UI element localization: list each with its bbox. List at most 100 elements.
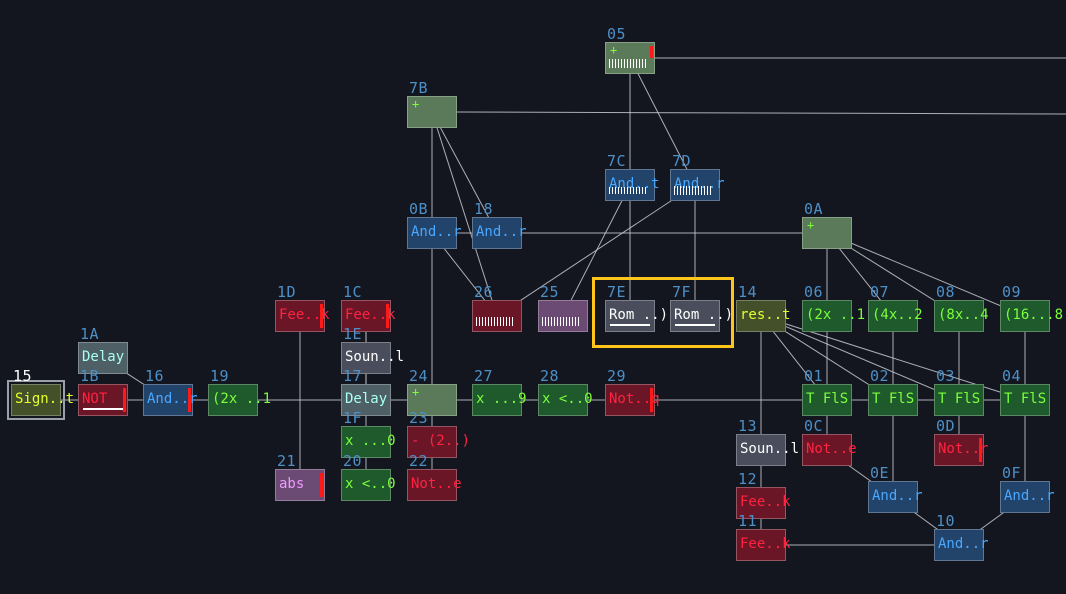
wire xyxy=(826,232,1026,317)
node-id-label: 18 xyxy=(474,200,494,218)
node-26[interactable]: 26 xyxy=(472,284,522,332)
wire xyxy=(760,315,960,401)
value-underline xyxy=(610,324,650,326)
node-08[interactable]: 08(8x..4 xyxy=(934,284,989,332)
node-09[interactable]: 09 (16...8 xyxy=(1000,284,1064,332)
node-7b[interactable]: 7B+ xyxy=(407,80,457,128)
waveform-icon xyxy=(542,317,581,326)
node-id-label: 7B xyxy=(409,79,429,97)
node-title: T FlS xyxy=(806,391,849,407)
node-7e[interactable]: 7E Rom ..) xyxy=(605,284,669,332)
plus-icon: + xyxy=(412,97,420,111)
node-title: (2x ..1 xyxy=(806,307,866,323)
node-title: (16...8 xyxy=(1004,307,1064,323)
node-id-label: 21 xyxy=(277,452,297,470)
node-title: And..r xyxy=(476,224,527,240)
output-level-bar xyxy=(320,304,323,328)
node-id-label: 05 xyxy=(607,25,627,43)
node-23[interactable]: 23- (2..) xyxy=(407,410,470,458)
waveform-icon xyxy=(674,186,713,195)
node-id-label: 10 xyxy=(936,512,956,530)
node-title: x ...0 xyxy=(345,433,396,449)
output-level-bar xyxy=(123,388,126,412)
output-level-bar xyxy=(650,388,653,412)
node-title: T FlS xyxy=(872,391,915,407)
node-title: Soun..l xyxy=(740,441,800,457)
plus-icon: + xyxy=(807,218,815,232)
node-id-label: 06 xyxy=(804,283,824,301)
node-id-label: 29 xyxy=(607,367,627,385)
node-id-label: 1C xyxy=(343,283,363,301)
node-title: And..r xyxy=(411,224,462,240)
value-underline xyxy=(83,408,123,410)
node-05[interactable]: 05+ xyxy=(605,26,655,74)
node-19[interactable]: 19(2x ..1 xyxy=(208,368,271,416)
node-id-label: 11 xyxy=(738,512,758,530)
node-id-label: 1F xyxy=(343,409,363,427)
node-title: Not..q xyxy=(609,391,660,407)
node-title: Soun..l xyxy=(345,349,405,365)
node-id-label: 7E xyxy=(607,283,627,301)
node-id-label: 09 xyxy=(1002,283,1022,301)
node-id-label: 13 xyxy=(738,417,758,435)
node-1f[interactable]: 1F x ...0 xyxy=(341,410,396,458)
node-title: res..t xyxy=(740,307,791,323)
node-07[interactable]: 07(4x..2 xyxy=(868,284,923,332)
node-7f[interactable]: 7F Rom ..) xyxy=(670,284,734,332)
node-title: And..r xyxy=(872,488,923,504)
node-title: Rom ..) xyxy=(609,307,669,323)
node-id-label: 19 xyxy=(210,367,230,385)
node-title: Rom ..) xyxy=(674,307,734,323)
wire xyxy=(562,184,631,317)
wire xyxy=(629,57,696,186)
node-0a[interactable]: 0A+ xyxy=(802,201,852,249)
node-title: T FlS xyxy=(1004,391,1047,407)
node-title: And..r xyxy=(1004,488,1055,504)
output-level-bar xyxy=(188,388,191,412)
node-25[interactable]: 25 xyxy=(538,284,588,332)
node-title: And..r xyxy=(147,391,198,407)
node-id-label: 0D xyxy=(936,417,956,435)
node-title: Delay xyxy=(345,391,388,407)
node-title: abs xyxy=(279,476,305,492)
node-21[interactable]: 21 abs xyxy=(275,453,325,501)
node-id-label: 7F xyxy=(672,283,692,301)
output-level-bar xyxy=(650,46,653,58)
node-id-label: 26 xyxy=(474,283,494,301)
node-06[interactable]: 06 (2x ..1 xyxy=(802,284,866,332)
node-id-label: 24 xyxy=(409,367,429,385)
node-id-label: 27 xyxy=(474,367,494,385)
node-24[interactable]: 24+ xyxy=(407,368,457,416)
